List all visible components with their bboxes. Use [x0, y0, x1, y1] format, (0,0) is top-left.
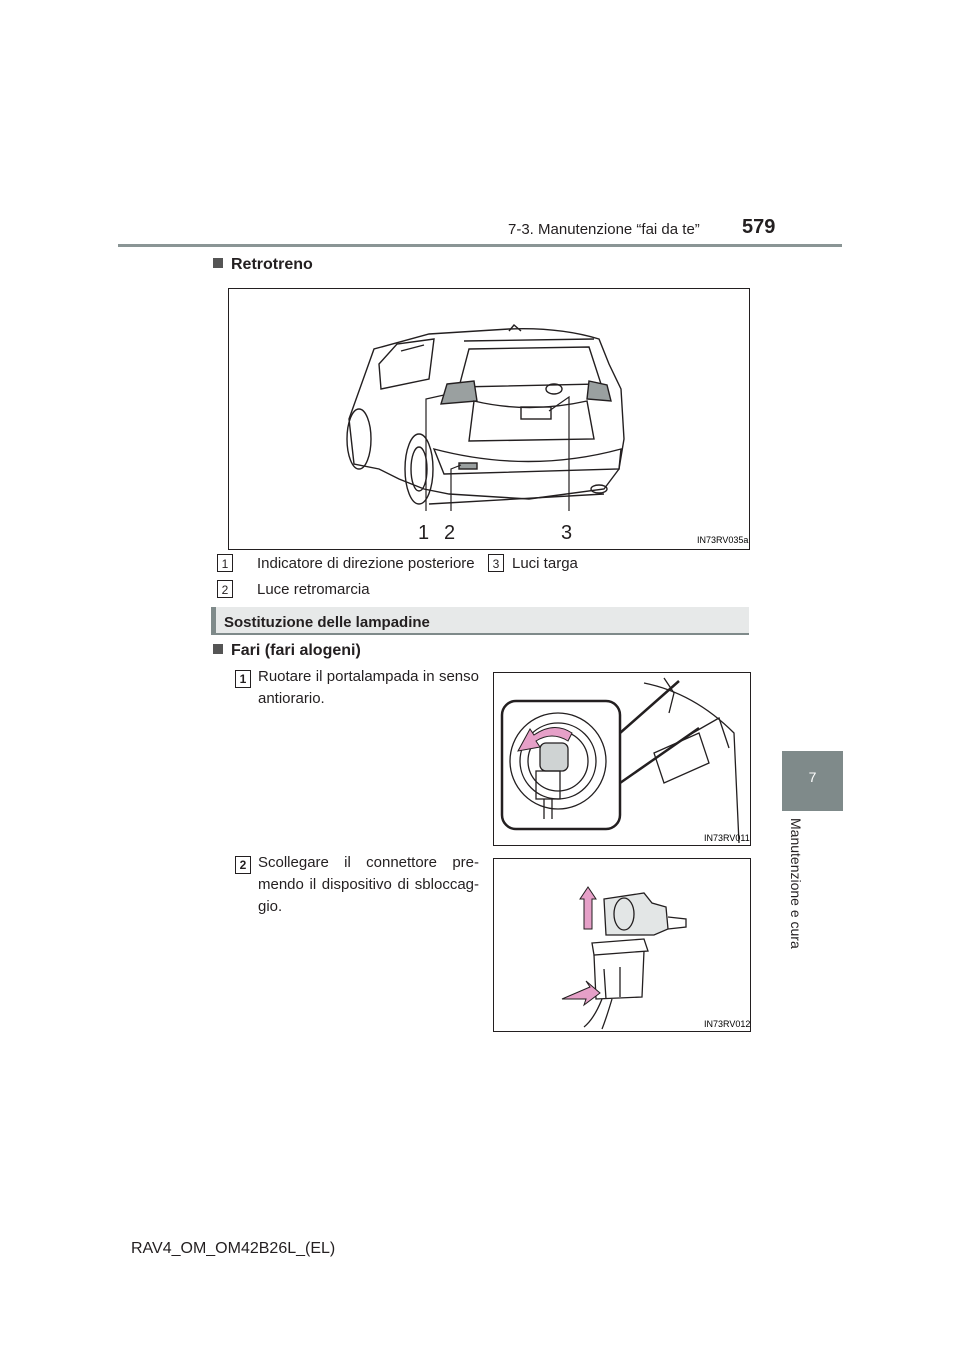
rear-heading-text: Retrotreno: [231, 256, 313, 273]
callout-label: Luci targa: [512, 555, 578, 572]
figure-number-2: 2: [444, 522, 455, 544]
section-bar: [211, 607, 749, 634]
connector-illustration: IN73RV012: [561, 886, 750, 1030]
callout-number: 2: [217, 580, 233, 598]
step-number: 2: [235, 856, 251, 874]
callout-2: 2: [217, 580, 233, 599]
header-rule: [118, 244, 842, 247]
headlight-rotate-figure: IN73RV011: [493, 672, 751, 846]
step2-figure-code: IN73RV012: [704, 1019, 750, 1029]
callout-number: 1: [217, 554, 233, 572]
callout-1: 1: [217, 554, 233, 573]
header-section-title: 7-3. Manutenzione “fai da te”: [508, 221, 700, 238]
page-number: 579: [742, 216, 776, 238]
step-text: Ruotare il portalampada in senso antiora…: [258, 668, 479, 707]
chapter-number: 7: [808, 769, 817, 785]
callout-3: 3: [488, 554, 504, 573]
headlights-heading: Fari (fari alogeni): [213, 642, 361, 660]
step-text: Scollegare il connettore pre-mendo il di…: [258, 854, 479, 915]
rear-heading: Retrotreno: [213, 256, 313, 274]
document-code: RAV4_OM_OM42B26L_(EL): [131, 1240, 336, 1257]
rear-car-figure: 1 2 3 IN73RV035a: [228, 288, 750, 550]
heading-bullet-icon: [213, 644, 223, 654]
connector-release-figure: IN73RV012: [493, 858, 751, 1032]
rear-figure-code: IN73RV035a: [697, 535, 748, 545]
heading-bullet-icon: [213, 258, 223, 268]
section-bar-rule: [211, 633, 749, 635]
callout-number: 3: [488, 554, 504, 572]
headlights-heading-text: Fari (fari alogeni): [231, 642, 361, 659]
step1-figure-code: IN73RV011: [704, 833, 750, 843]
step-number: 1: [235, 670, 251, 688]
chapter-tab: [782, 751, 843, 811]
section-title: Sostituzione delle lampadine: [224, 614, 430, 631]
callout-label: Luce retromarcia: [257, 581, 370, 598]
chapter-title: Manutenzione e cura: [788, 818, 804, 949]
callout-label: Indicatore di direzione posteriore: [257, 555, 475, 572]
car-rear-illustration: 1 2 3 IN73RV035a: [346, 324, 748, 545]
figure-number-1: 1: [418, 522, 429, 544]
figure-number-3: 3: [561, 522, 572, 544]
rotate-bulb-illustration: IN73RV011: [500, 677, 750, 844]
